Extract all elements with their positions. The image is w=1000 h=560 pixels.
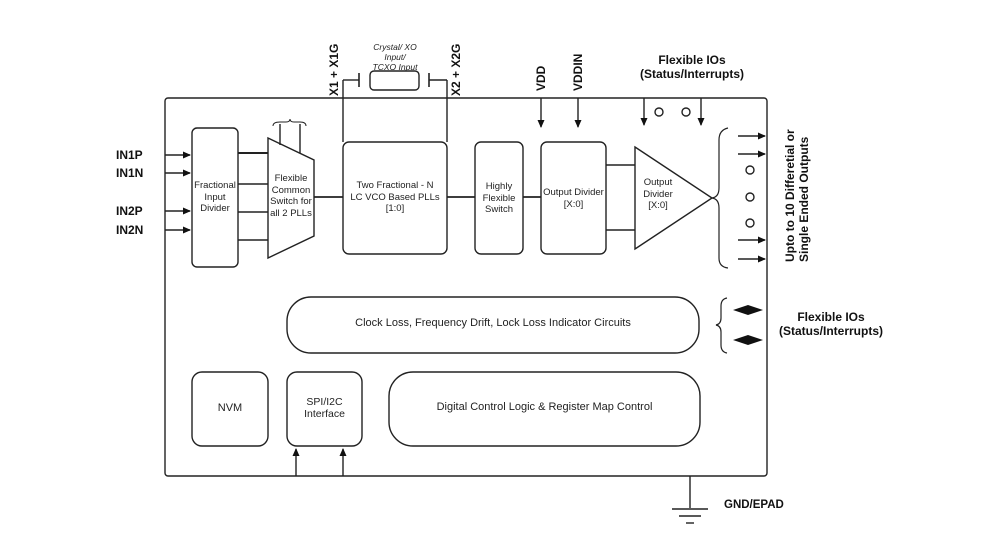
output-brace [711, 127, 729, 269]
flex-io-side-label: Flexible IOs(Status/Interrupts) [778, 310, 883, 338]
crystal-symbol [369, 70, 420, 91]
crystal-label-line1: Crystal/ XO Input/ [373, 42, 417, 62]
crystal-label: Crystal/ XO Input/ TCXO Input [365, 42, 425, 72]
flex-io-bidir-2 [733, 335, 763, 345]
output-divider-block [540, 141, 607, 255]
chip-outline [164, 97, 768, 477]
spi-block [286, 371, 363, 447]
input-divider-block [191, 127, 239, 268]
monitor-label: Clock Loss, Frequency Drift, Lock Loss I… [355, 317, 631, 329]
nvm-label: NVM [217, 402, 243, 414]
control-block [388, 371, 701, 447]
in2n-label: IN2N [116, 223, 144, 237]
mux-block [267, 136, 315, 260]
in2p-label: IN2P [116, 204, 143, 218]
output-divider-label: Output Divider[X:0] [543, 187, 604, 210]
control-label: Digital Control Logic & Register Map Con… [436, 401, 653, 413]
in1n-label: IN1N [116, 166, 144, 180]
monitor-block [286, 296, 700, 354]
x2-pin-label: X2 + X2G [449, 43, 463, 96]
crystal-label-line2: TCXO Input [372, 62, 418, 72]
flex-io-bidir-1 [733, 305, 763, 315]
vddin-pin-label: VDDIN [571, 53, 585, 91]
vdd-pin-label: VDD [534, 65, 548, 91]
switch-block [474, 141, 524, 255]
x1-pin-label: X1 + X1G [327, 43, 341, 96]
flex-io-top-line2: (Status/Interrupts) [639, 67, 744, 81]
flex-io-top-label: Flexible IOs (Status/Interrupts) [624, 53, 760, 81]
output-buffer-block [634, 145, 714, 251]
gnd-label: GND/EPAD [724, 499, 784, 511]
pll-block [342, 141, 448, 255]
nvm-block [191, 371, 269, 447]
in1p-label: IN1P [116, 148, 143, 162]
flex-io-top-line1: Flexible IOs [658, 53, 726, 67]
